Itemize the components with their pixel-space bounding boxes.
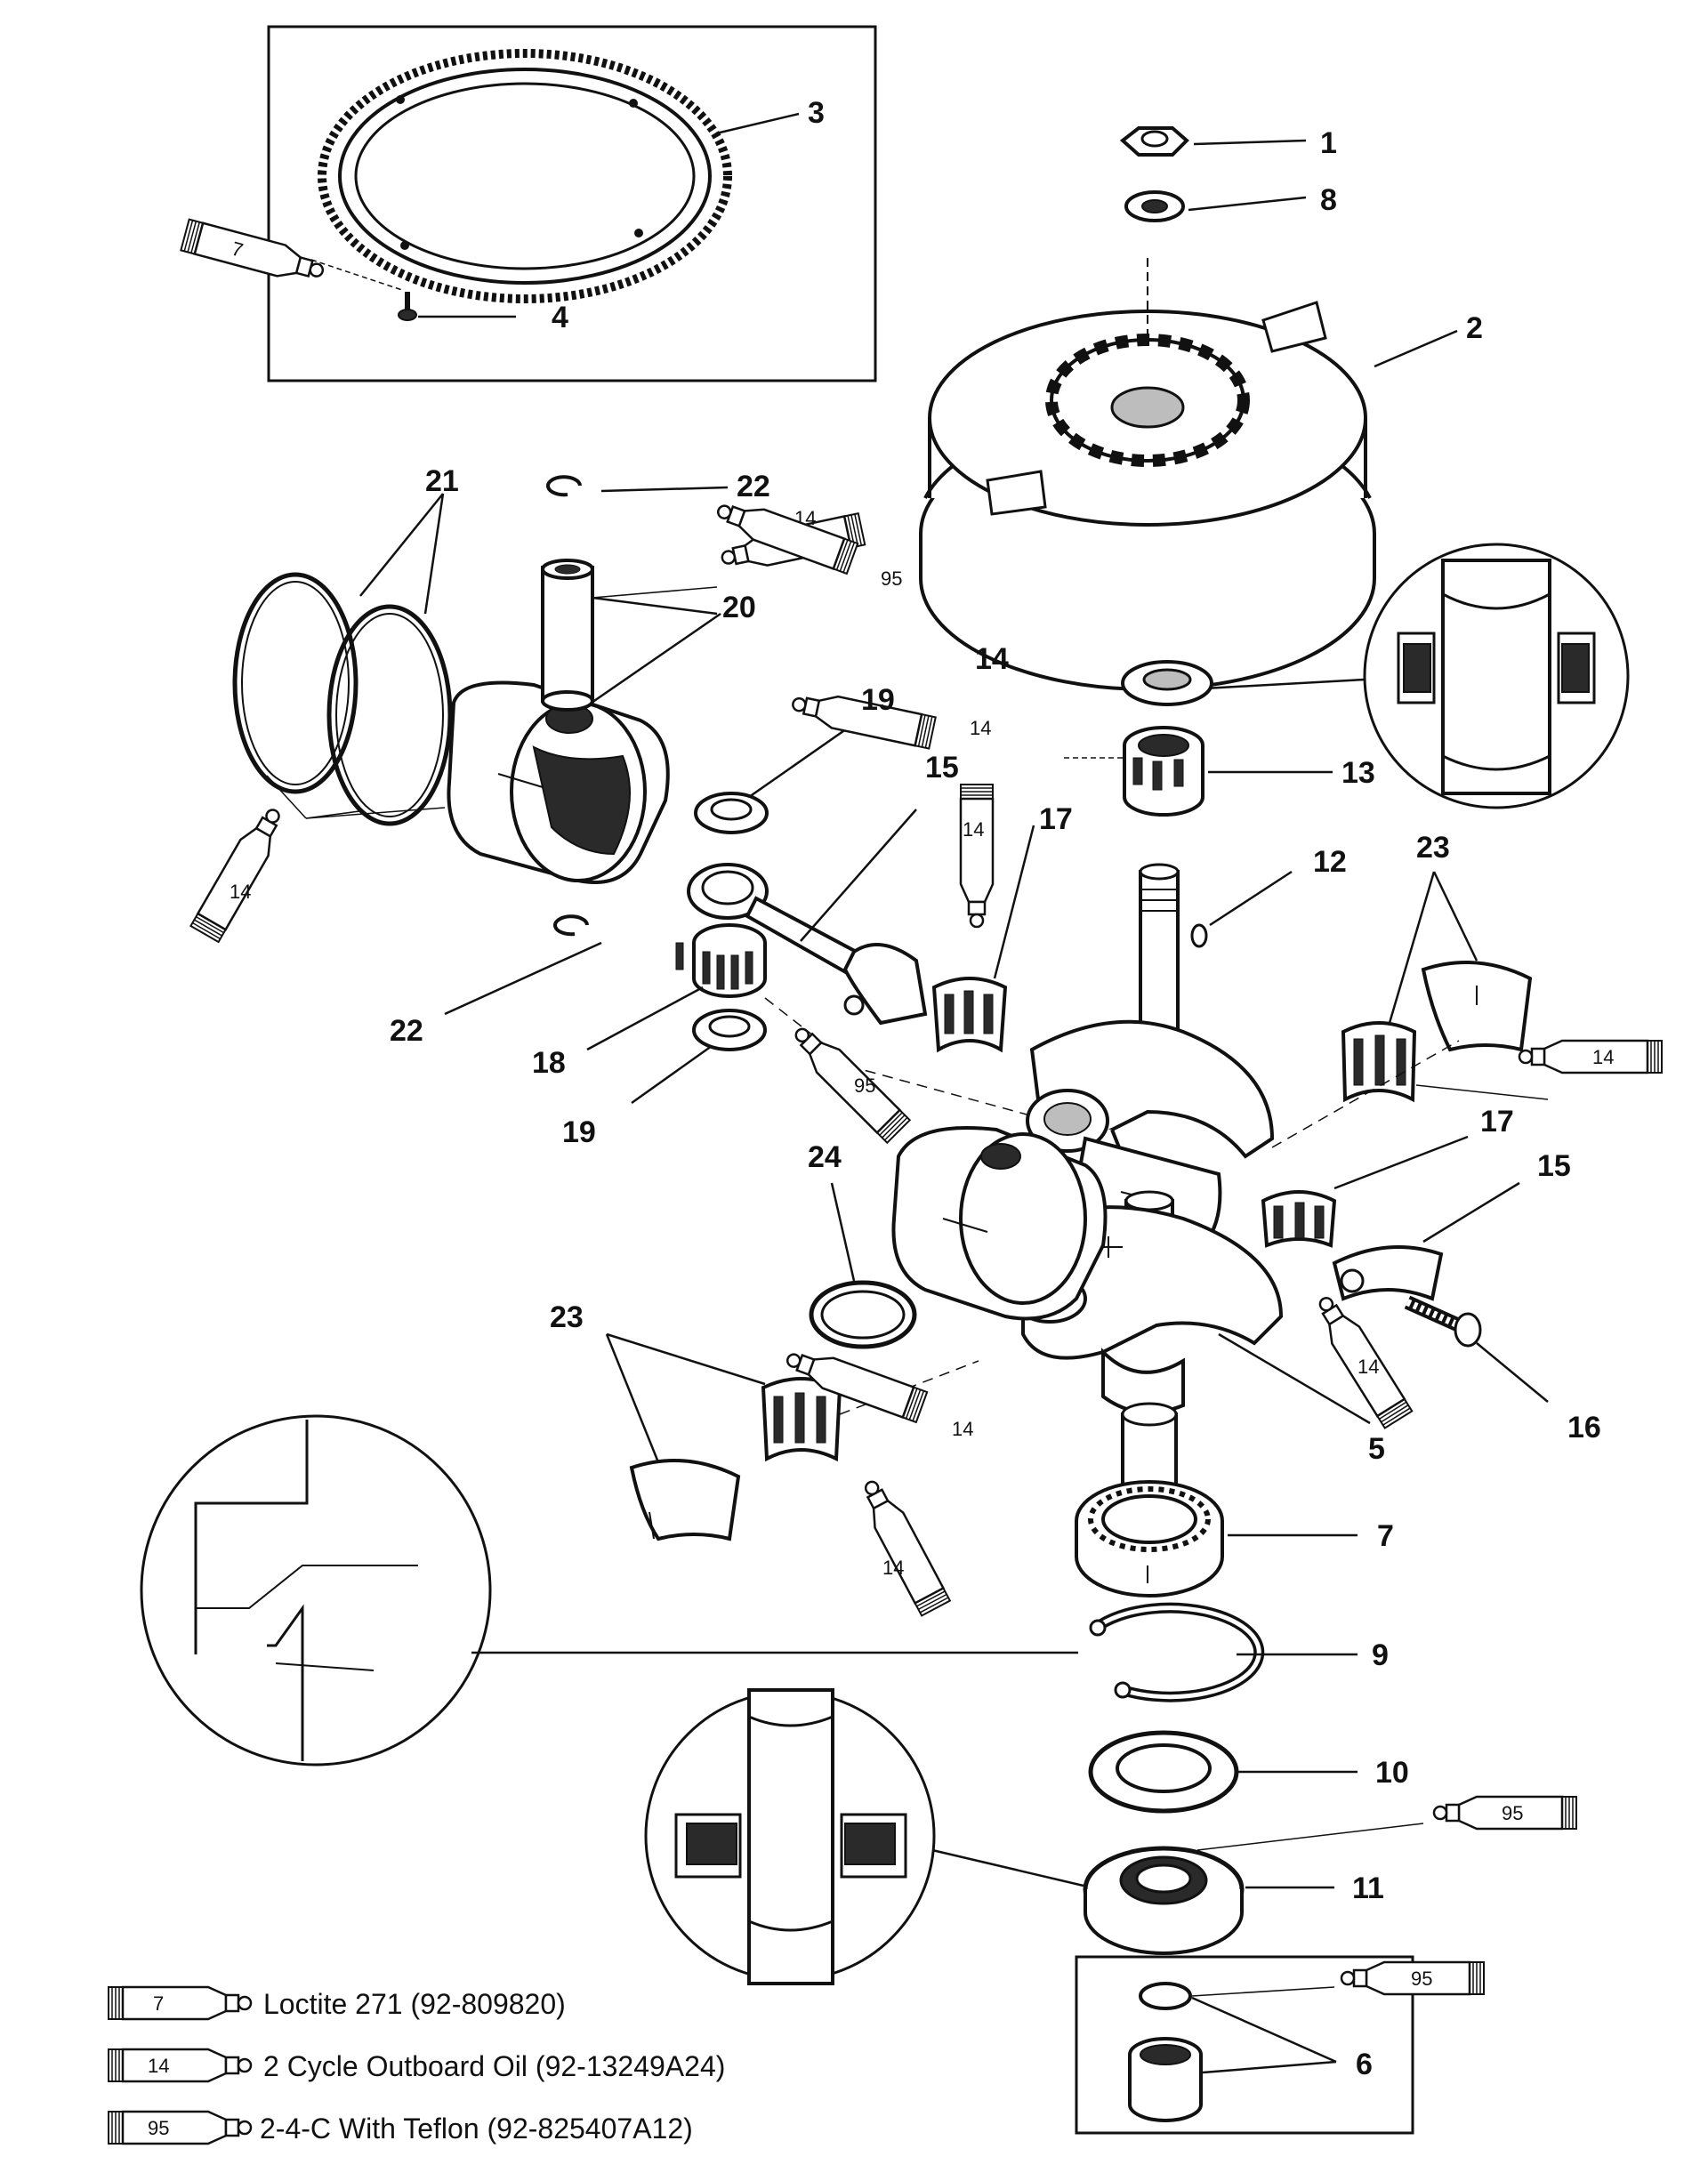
needle-bearing-13	[1123, 726, 1204, 817]
bearing-half-23-left	[629, 1459, 741, 1541]
tube-label: 95	[1411, 1968, 1432, 1990]
svg-text:14: 14	[148, 2055, 169, 2077]
bushing-inset	[1075, 1955, 1414, 2135]
legend: 7 Loctite 271 (92-809820) 14 2 Cycle Out…	[107, 1985, 725, 2145]
callout-23-left: 23	[550, 1300, 584, 1334]
detail-circle-left	[140, 1414, 492, 1767]
o-ring-6	[1139, 1982, 1192, 2010]
sealant-tube-icon	[853, 1474, 952, 1617]
callout-12: 12	[1313, 845, 1347, 879]
callout-15-upper: 15	[925, 751, 959, 785]
snap-ring-24	[809, 1280, 917, 1349]
bearing-half-23-right	[1421, 961, 1533, 1052]
callout-19-upper: 19	[861, 683, 895, 717]
callout-17-upper: 17	[1039, 802, 1073, 836]
tube-label: 14	[963, 818, 984, 841]
callout-4: 4	[552, 301, 568, 334]
callout-3: 3	[808, 96, 825, 130]
callout-1: 1	[1320, 126, 1337, 160]
key-12	[1190, 923, 1208, 948]
piston-rings-21	[232, 572, 453, 826]
legend-text-7: Loctite 271 (92-809820)	[263, 1988, 566, 2020]
clip-22-lower	[553, 914, 589, 937]
legend-text-14: 2 Cycle Outboard Oil (92-13249A24)	[263, 2050, 725, 2082]
callout-9: 9	[1372, 1638, 1389, 1672]
callout-7: 7	[1377, 1519, 1394, 1553]
sealant-tube-icon	[1518, 1039, 1664, 1074]
detail-circle-lower	[644, 1688, 936, 1985]
callout-20: 20	[722, 591, 756, 624]
tube-label: 14	[1358, 1356, 1379, 1378]
needle-bearing-18	[675, 923, 767, 998]
callout-14: 14	[975, 642, 1009, 676]
callout-11: 11	[1352, 1871, 1384, 1905]
callout-10: 10	[1375, 1756, 1409, 1790]
bearing-14-upper	[1121, 660, 1213, 706]
nut-1	[1119, 126, 1189, 157]
tube-label: 14	[952, 1418, 973, 1440]
bushing-6	[1128, 2037, 1203, 2122]
callout-23-right: 23	[1416, 831, 1450, 865]
connecting-rod-15	[687, 863, 928, 1026]
tube-label: 95	[881, 567, 902, 590]
washer-8	[1124, 190, 1185, 222]
bearing-cage-23-left	[761, 1377, 842, 1462]
seal-10	[1088, 1730, 1239, 1814]
detail-circle-upper	[1363, 543, 1630, 809]
legend-text-95: 2-4-C With Teflon (92-825407A12)	[260, 2113, 693, 2145]
callout-22-lower: 22	[390, 1014, 423, 1048]
sealant-tube-icon	[107, 1985, 253, 2021]
callout-22-upper: 22	[737, 470, 770, 503]
bearing-cage-23-right	[1341, 1021, 1417, 1103]
piston	[447, 680, 670, 884]
callout-18: 18	[532, 1046, 566, 1080]
rod-cap-15	[1332, 1245, 1444, 1301]
flywheel	[919, 258, 1376, 691]
callout-6: 6	[1356, 2048, 1373, 2081]
legend-row-14: 14 2 Cycle Outboard Oil (92-13249A24)	[107, 2048, 725, 2083]
thrust-washer-19-upper	[694, 792, 769, 834]
svg-text:95: 95	[148, 2117, 169, 2139]
piston-lower	[891, 1126, 1108, 1321]
seal-carrier-11	[1083, 1846, 1245, 1955]
callout-5: 5	[1368, 1432, 1385, 1466]
tube-label: 95	[1502, 1802, 1523, 1824]
bearing-cage-17-upper	[931, 977, 1008, 1053]
sealant-tube-icon	[189, 801, 291, 944]
legend-row-7: 7 Loctite 271 (92-809820)	[107, 1985, 566, 2021]
cap-bolt-16	[1404, 1295, 1482, 1348]
legend-row-95: 95 2-4-C With Teflon (92-825407A12)	[107, 2110, 693, 2145]
sealant-tube-icon	[959, 783, 995, 929]
sealant-tube-icon	[107, 2110, 253, 2145]
callout-16: 16	[1567, 1411, 1601, 1445]
tube-label: 14	[970, 717, 991, 739]
tube-label: 14	[1592, 1046, 1614, 1068]
snap-ring-9	[1089, 1602, 1265, 1702]
tube-label: 95	[854, 1074, 875, 1097]
callout-15-lower: 15	[1537, 1149, 1571, 1183]
callout-19-lower: 19	[562, 1115, 596, 1149]
sealant-tube-icon	[107, 2048, 253, 2083]
sealant-tube-icon	[785, 1018, 911, 1144]
thrust-washer-19-lower	[692, 1009, 767, 1051]
screw-4	[398, 292, 417, 321]
callout-21: 21	[425, 464, 459, 498]
ring-gear-inset	[267, 25, 877, 382]
callout-13: 13	[1341, 756, 1375, 790]
callout-17-lower: 17	[1480, 1105, 1514, 1139]
callout-2: 2	[1466, 311, 1483, 345]
callout-24: 24	[808, 1140, 842, 1174]
tube-label: 14	[882, 1557, 904, 1579]
svg-text:7: 7	[153, 1992, 164, 2015]
ball-bearing-7	[1075, 1480, 1224, 1598]
tube-label: 14	[230, 881, 251, 903]
clip-22-upper	[546, 475, 582, 497]
wrist-pin-20	[541, 559, 594, 712]
callout-8: 8	[1320, 183, 1337, 217]
bearing-cage-17-lower	[1261, 1190, 1337, 1248]
ring-gear	[318, 49, 732, 303]
sealant-tube-icon: 7	[180, 218, 328, 289]
